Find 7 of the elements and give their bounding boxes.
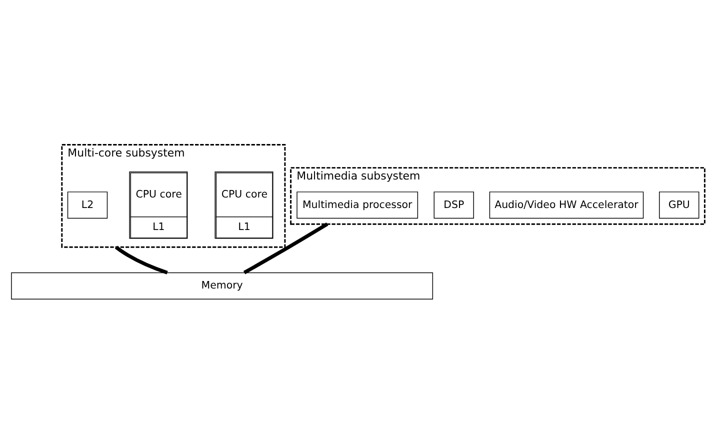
node-box: GPU [659,191,700,218]
node-box: Multimedia processor [296,191,418,218]
connector [243,222,328,274]
node-box: DSP [434,191,474,218]
node-box: L2 [67,191,108,218]
node-box: Memory [11,272,434,299]
node-box: Audio/Video HW Accelerator [489,191,644,218]
